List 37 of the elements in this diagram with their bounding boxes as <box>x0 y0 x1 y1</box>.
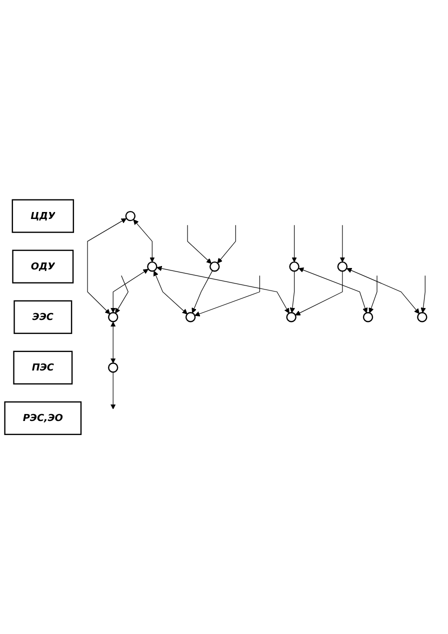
arrow <box>298 267 368 313</box>
node-circle <box>125 210 136 222</box>
arrow <box>187 224 212 264</box>
arrow <box>290 270 296 313</box>
arrow <box>292 224 297 262</box>
arrow <box>346 268 420 314</box>
arrow <box>115 275 128 314</box>
hierarchy-diagram: ЦДУ ОДУ ЭЭС ПЭС РЭС,ЭО <box>0 194 448 440</box>
arrow <box>217 224 236 264</box>
arrow <box>340 224 346 262</box>
arrow <box>156 266 290 314</box>
arrow <box>192 270 213 314</box>
node-box <box>13 350 73 384</box>
node-circle <box>286 312 296 322</box>
node-circle <box>147 261 158 272</box>
arrow <box>87 218 127 314</box>
arrow <box>194 275 260 316</box>
node-circle <box>362 312 374 322</box>
arrow <box>110 372 116 410</box>
arrow <box>153 270 188 314</box>
arrow <box>110 268 148 313</box>
node-circle <box>185 312 196 322</box>
arrow <box>368 275 378 313</box>
node-box <box>12 250 74 284</box>
node-circle <box>417 312 428 322</box>
node-circle <box>337 261 348 272</box>
node-box <box>12 199 74 233</box>
arrow <box>420 275 426 313</box>
arrow <box>295 270 343 316</box>
node-circle <box>108 362 118 373</box>
node-box <box>4 401 82 435</box>
arrow <box>110 322 116 364</box>
node-circle <box>108 312 118 322</box>
node-circle <box>210 261 220 272</box>
node-box <box>14 300 72 334</box>
node-circle <box>289 261 300 272</box>
arrow <box>133 219 155 262</box>
